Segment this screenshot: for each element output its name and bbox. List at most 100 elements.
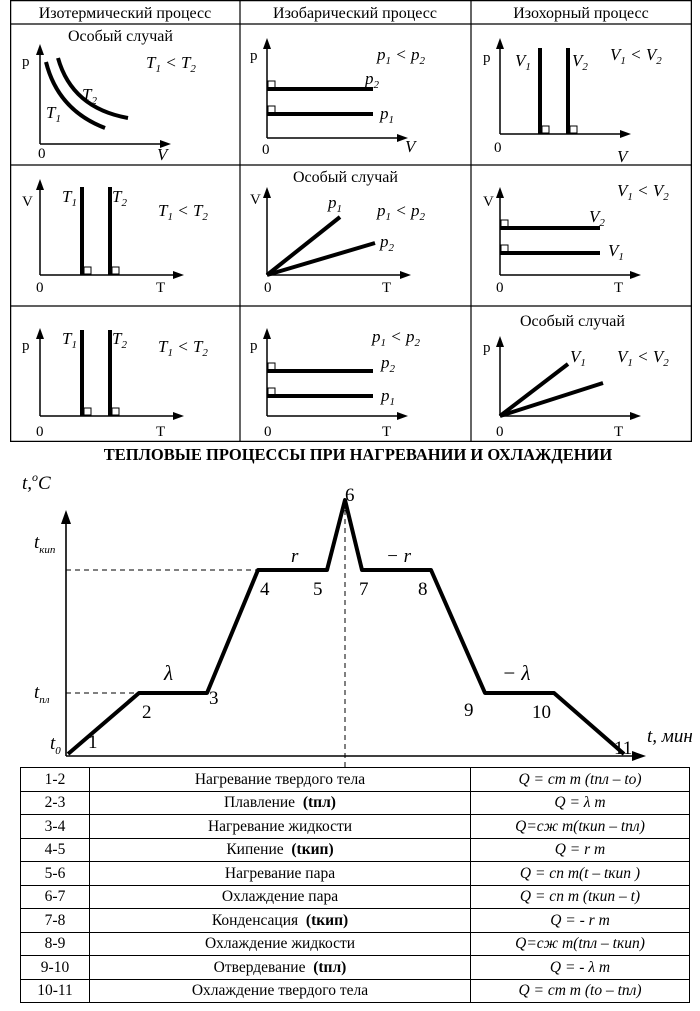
- process-cell: Кипение (tкип): [89, 837, 471, 862]
- svg-text:0: 0: [262, 142, 270, 158]
- svg-text:p1 < p2: p1 < p2: [376, 201, 425, 223]
- process-name: Охлаждение пара: [221, 888, 339, 906]
- svg-text:0: 0: [36, 424, 44, 440]
- header-isobaric: Изобарический процесс: [273, 5, 437, 22]
- svg-text:V1 < V2: V1 < V2: [617, 181, 669, 203]
- process-cell: Конденсация (tкип): [89, 908, 471, 933]
- process-temperature: (tпл): [313, 958, 347, 976]
- formula-cell: Q = cт m (tпл – to): [470, 767, 690, 792]
- point-label: 7: [359, 579, 369, 600]
- svg-text:T1 < T2: T1 < T2: [158, 337, 208, 359]
- special-case-label: Особый случай: [520, 313, 625, 330]
- svg-text:V: V: [157, 145, 170, 164]
- svg-text:p: p: [250, 338, 258, 354]
- isotherm-T1: [44, 61, 106, 130]
- svg-text:0: 0: [496, 424, 504, 440]
- point-label: 5: [313, 579, 323, 600]
- process-cell: Охлаждение пара: [89, 884, 471, 909]
- stage-cell: 10-11: [20, 978, 90, 1003]
- svg-text:T: T: [614, 280, 623, 296]
- svg-text:T1 < T2: T1 < T2: [146, 53, 196, 75]
- svg-text:p1 < p2: p1 < p2: [371, 327, 420, 349]
- svg-text:V1: V1: [515, 51, 531, 73]
- table-row: 6-7 Охлаждение пара Q = cп m (tкип – t): [20, 884, 690, 909]
- svg-text:T: T: [382, 280, 391, 296]
- process-cell: Охлаждение жидкости: [89, 931, 471, 956]
- special-case-label: Особый случай: [293, 169, 398, 186]
- point-label: 3: [209, 688, 219, 709]
- formula-cell: Q = cп m(t – tкип ): [470, 861, 690, 886]
- graph-isothermal-VT: V 0 T T1 T2 T1 < T2: [22, 179, 208, 296]
- svg-text:0: 0: [38, 146, 46, 162]
- process-temperature: (tпл): [302, 794, 336, 812]
- stage-cell: 4-5: [20, 837, 90, 862]
- process-name: Нагревание твердого тела: [194, 770, 366, 788]
- formula-cell: Q = cп m (tкип – t): [470, 884, 690, 909]
- graph-isochoric-pV: p 0 V V1 V2 V1 < V2: [483, 38, 662, 166]
- svg-text:V: V: [22, 194, 33, 210]
- svg-text:T: T: [382, 424, 391, 440]
- stage-cell: 7-8: [20, 908, 90, 933]
- graph-isochoric-VT: V 0 T V2 V1 V1 < V2: [483, 181, 669, 296]
- lambda-label: λ: [163, 661, 173, 685]
- r-label: r: [291, 546, 299, 567]
- svg-text:p: p: [22, 54, 30, 70]
- svg-text:T2: T2: [112, 329, 127, 351]
- svg-text:p: p: [483, 50, 491, 66]
- t-boil-label: tкип: [34, 532, 56, 556]
- graph-isobaric-pT: p 0 T p2 p1 p1 < p2: [250, 327, 420, 440]
- process-temperature: (tкип): [291, 841, 334, 859]
- stage-cell: 6-7: [20, 884, 90, 909]
- svg-text:V: V: [483, 194, 494, 210]
- point-label: 4: [260, 579, 270, 600]
- point-label: 8: [418, 579, 428, 600]
- process-name: Плавление: [224, 794, 303, 812]
- point-label: 1: [88, 732, 98, 753]
- svg-text:p: p: [22, 338, 30, 354]
- process-cell: Нагревание жидкости: [89, 814, 471, 839]
- svg-text:V1: V1: [570, 347, 586, 369]
- graph-isobaric-VT: Особый случай V 0 T p1 p2 p1 < p2: [250, 169, 425, 296]
- svg-text:p1: p1: [380, 386, 395, 408]
- graph-isobaric-pV: p 0 V p2 p1 p1 < p2: [250, 38, 425, 158]
- svg-text:V2: V2: [572, 51, 588, 73]
- header-isochoric: Изохорный процесс: [513, 5, 648, 22]
- svg-text:0: 0: [494, 140, 502, 156]
- heating-cooling-graph: ТЕПЛОВЫЕ ПРОЦЕССЫ ПРИ НАГРЕВАНИИ И ОХЛАЖ…: [22, 445, 693, 770]
- formula-cell: Q = r m: [470, 837, 690, 862]
- process-cell: Охлаждение твердого тела: [89, 978, 471, 1003]
- stage-cell: 9-10: [20, 955, 90, 980]
- formula-cell: Q = cт m (to – tпл): [470, 978, 690, 1003]
- svg-text:p1: p1: [379, 104, 394, 126]
- formula-cell: Q = λ m: [470, 790, 690, 815]
- svg-text:T2: T2: [112, 187, 127, 209]
- svg-text:0: 0: [264, 280, 272, 296]
- point-label: 11: [614, 738, 632, 759]
- stage-cell: 1-2: [20, 767, 90, 792]
- process-name: Нагревание пара: [224, 864, 336, 882]
- svg-text:0: 0: [36, 280, 44, 296]
- svg-text:T: T: [156, 280, 165, 296]
- process-name: Охлаждение твердого тела: [191, 982, 369, 1000]
- grid-frame: [10, 0, 692, 442]
- svg-text:V: V: [405, 137, 418, 156]
- heating-cooling-curve: [66, 498, 626, 756]
- stage-cell: 5-6: [20, 861, 90, 886]
- process-cell: Нагревание пара: [89, 861, 471, 886]
- process-name: Охлаждение жидкости: [204, 935, 356, 953]
- svg-text:0: 0: [496, 280, 504, 296]
- svg-text:p2: p2: [380, 353, 396, 375]
- svg-text:T1: T1: [46, 103, 61, 125]
- isotherm-T2: [56, 57, 129, 120]
- graph-isothermal-pT: p 0 T T1 T2 T1 < T2: [22, 328, 208, 440]
- t-melt-label: tпл: [34, 682, 50, 706]
- neg-r-label: − r: [386, 546, 412, 567]
- svg-text:p1: p1: [327, 193, 342, 215]
- graph-isochoric-pT: Особый случай p 0 T V1 V1 < V2: [483, 313, 669, 440]
- process-name: Кипение: [226, 841, 292, 859]
- point-label: 2: [142, 702, 152, 723]
